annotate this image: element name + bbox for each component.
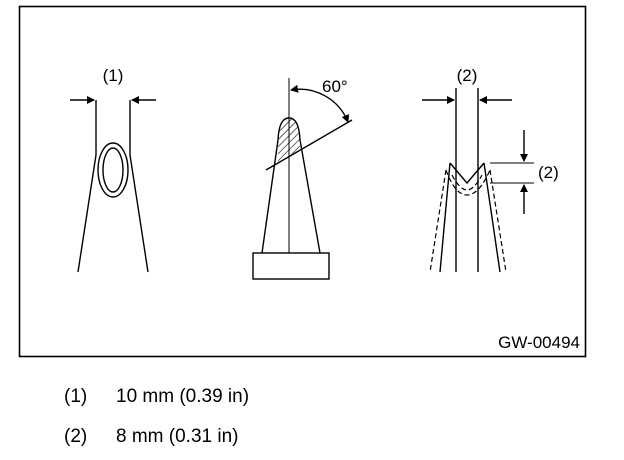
legend-item-2: (2) 8 mm (0.31 in) (64, 426, 238, 448)
legend-text: 10 mm (0.39 in) (116, 386, 250, 407)
legend-text: 8 mm (0.31 in) (116, 426, 239, 447)
center-electrode-view (252, 78, 353, 280)
dimension-label-2-top: (2) (457, 66, 478, 85)
figure-code: GW-00494 (498, 333, 580, 352)
right-electrode-view (422, 88, 534, 273)
legend-number: (1) (64, 386, 88, 407)
legend-number: (2) (64, 426, 88, 447)
left-electrode-view (70, 96, 156, 273)
electrode-tip-diagram: (1) 60° (2) (2) GW-00494 (18, 5, 587, 358)
angle-label: 60° (322, 77, 348, 96)
legend-item-1: (1) 10 mm (0.39 in) (64, 386, 249, 408)
figure-frame (18, 5, 587, 358)
dimension-label-1: (1) (103, 66, 124, 85)
dimension-label-2-side: (2) (538, 163, 559, 182)
